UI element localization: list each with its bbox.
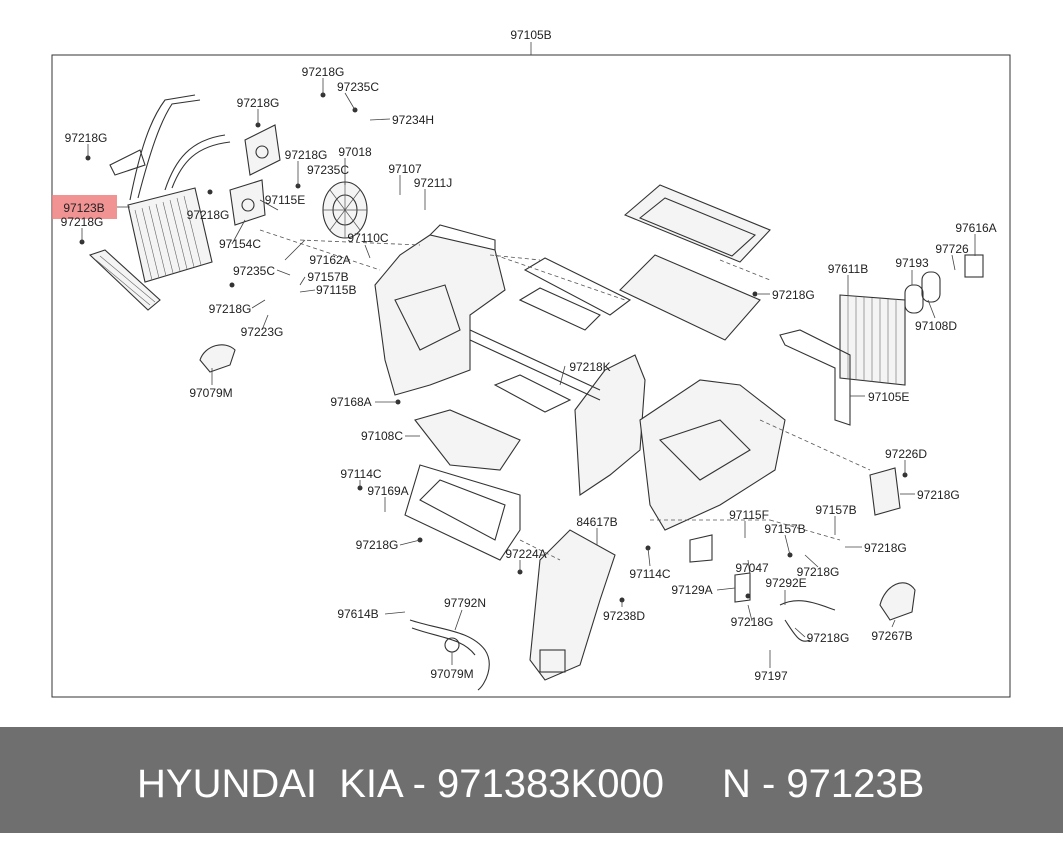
part-label: 97115E: [265, 193, 305, 207]
part-label: 97235C: [307, 163, 349, 177]
part-label: 97218G: [807, 631, 850, 645]
part-label: 97223G: [241, 325, 284, 339]
hvac-housing-left: [374, 224, 506, 396]
exploded-parts-diagram: 97105B 97218G 97235C 97234H 97218G 97218…: [51, 28, 1011, 698]
part-label: 97224A: [505, 547, 546, 561]
part-label: 97079M: [430, 667, 473, 681]
footer-brand-oem: HYUNDAI KIA - 971383K000: [137, 762, 664, 806]
part-label: 97110C: [347, 231, 388, 245]
part-label: 97168A: [330, 395, 371, 409]
footer-reference: N - 97123B: [722, 762, 925, 806]
part-label: 97157B: [764, 522, 805, 536]
part-label: 97792N: [444, 596, 486, 610]
filter-box-lower: [404, 409, 521, 561]
part-label: 97218G: [917, 488, 960, 502]
part-label: 97611B: [828, 262, 868, 276]
part-label: 97197: [754, 669, 788, 683]
part-label: 97292E: [765, 576, 806, 590]
part-label: 97114C: [629, 567, 670, 581]
part-label: 97079M: [189, 386, 232, 400]
door-actuator-left: [229, 124, 281, 226]
assembly-lines: [259, 229, 871, 561]
part-label: 97107: [388, 162, 422, 176]
part-label: 97218G: [285, 148, 328, 162]
part-label: 97218G: [302, 65, 345, 79]
part-label-highlighted: 97123B: [63, 201, 104, 215]
part-label: 97218G: [237, 96, 280, 110]
actuator-right: [689, 467, 901, 603]
part-label: 97115B: [316, 283, 356, 297]
part-label: 97018: [338, 145, 372, 159]
part-label: 97115F: [729, 508, 769, 522]
part-label: 97218G: [187, 208, 230, 222]
leader-lines: [81, 78, 976, 668]
part-label: 97154C: [219, 237, 261, 251]
part-label: 97218G: [65, 131, 108, 145]
part-label: 97129A: [671, 583, 712, 597]
part-label: 97162A: [309, 253, 350, 267]
part-label: 84617B: [576, 515, 617, 529]
duct-lower: [529, 529, 616, 681]
evaporator-cover: [779, 329, 851, 426]
part-label: 97218G: [209, 302, 252, 316]
part-label: 97614B: [337, 607, 378, 621]
part-label: 97108C: [361, 429, 403, 443]
part-label: 97218K: [569, 360, 610, 374]
part-label: 97616A: [955, 221, 996, 235]
part-label: 97726: [935, 242, 969, 256]
screws: [79, 92, 908, 603]
seal-rings: [904, 254, 984, 314]
part-label: 97218G: [356, 538, 399, 552]
footer-bar: HYUNDAI KIA - 971383K000 N - 97123B: [0, 727, 1063, 833]
part-label: 97218G: [797, 565, 840, 579]
part-label: 97211J: [414, 176, 452, 190]
part-label: 97218G: [61, 215, 104, 229]
duct-gasket-left: [199, 344, 236, 373]
hvac-housing-center: [574, 354, 786, 531]
part-label: 97238D: [603, 609, 645, 623]
part-label: 97235C: [233, 264, 275, 278]
highlight-box: [52, 195, 117, 219]
heater-core: [109, 94, 231, 283]
mode-door-links: [469, 257, 632, 413]
evaporator-core: [839, 294, 906, 386]
heater-core-cover: [88, 249, 161, 311]
part-label: 97218G: [864, 541, 907, 555]
part-label: 97157B: [815, 503, 856, 517]
filter-cover: [619, 184, 771, 341]
part-label: 97114C: [340, 467, 381, 481]
part-label: 97218G: [731, 615, 774, 629]
part-label: 97105E: [868, 390, 909, 404]
part-label: 97235C: [337, 80, 379, 94]
part-label: 97267B: [871, 629, 912, 643]
part-label: 97193: [895, 256, 929, 270]
part-label: 97047: [735, 561, 769, 575]
duct-gasket-right: [879, 582, 916, 621]
assembly-label: 97105B: [510, 28, 551, 42]
part-label: 97169A: [367, 484, 408, 498]
part-label: 97226D: [885, 447, 927, 461]
part-label: 97218G: [772, 288, 815, 302]
part-label: 97108D: [915, 319, 957, 333]
blower-fan: [322, 181, 368, 239]
part-label: 97234H: [392, 113, 434, 127]
part-labels: 97105B 97218G 97235C 97234H 97218G 97218…: [61, 28, 997, 683]
part-label: 97157B: [307, 270, 348, 284]
